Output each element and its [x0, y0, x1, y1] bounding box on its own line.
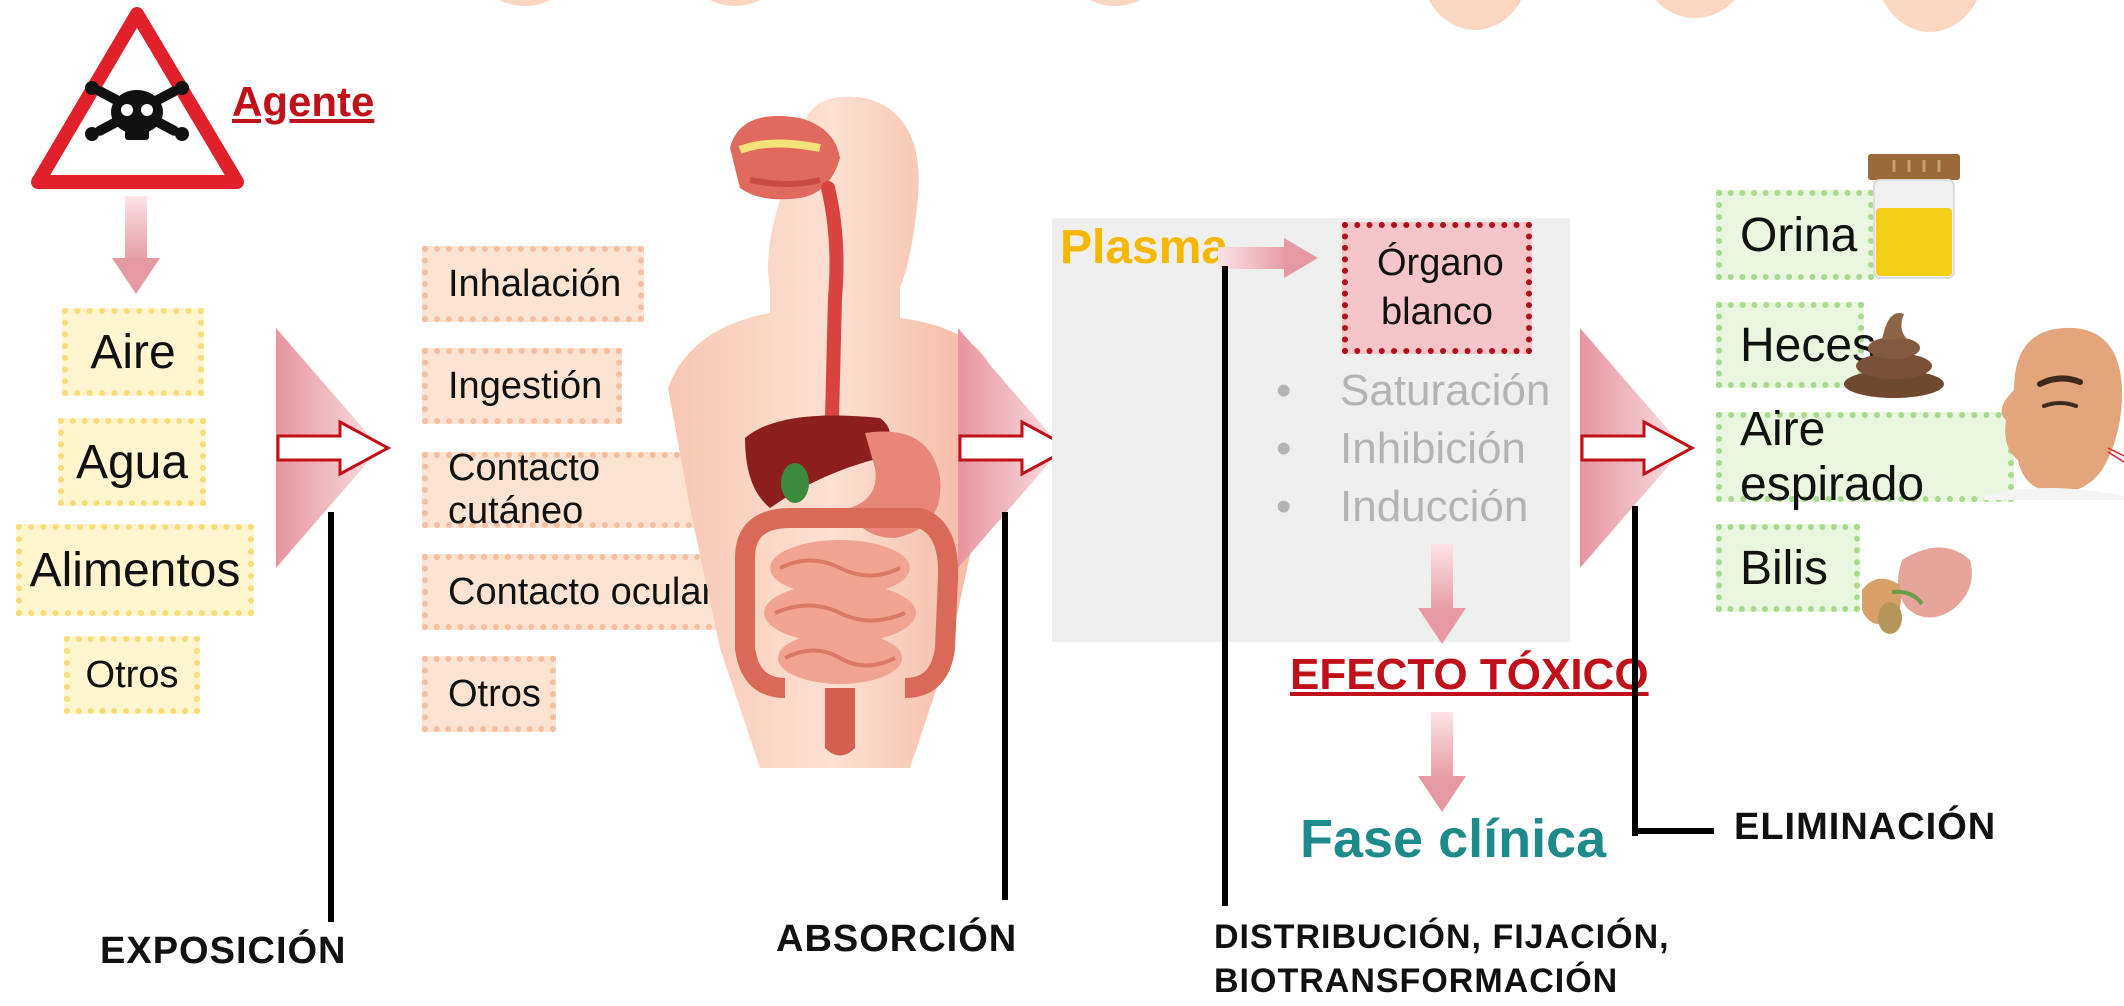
- hazard-skull-icon: [30, 6, 245, 190]
- route-otros: Otros: [422, 656, 556, 732]
- head-exhale-icon: [1984, 320, 2124, 500]
- arrow-down-icon: [1418, 712, 1466, 814]
- effect-inhibicion: •Inhibición: [1250, 424, 1610, 474]
- decorative-circle: [1640, 0, 1750, 18]
- phase-connector-line: [1632, 828, 1714, 834]
- bile-liver-icon: [1852, 530, 1978, 640]
- route-ingestion: Ingestión: [422, 348, 622, 424]
- phase-elimination-label: ELIMINACIÓN: [1734, 806, 1996, 849]
- target-organ-label: Órgano blanco: [1377, 239, 1497, 338]
- urine-container-icon: [1864, 152, 1964, 282]
- route-inhalacion: Inhalación: [422, 246, 644, 322]
- feces-icon: [1842, 304, 1946, 400]
- decorative-circle: [680, 0, 790, 6]
- toxic-effect-label: EFECTO TÓXICO: [1290, 650, 1649, 700]
- phase-connector-line: [1632, 506, 1638, 836]
- exposure-source-alimentos: Alimentos: [16, 524, 254, 616]
- elimination-aire-espirado: Aire espirado: [1716, 412, 2014, 502]
- agent-label: Agente: [232, 78, 374, 126]
- plasma-label: Plasma: [1060, 220, 1228, 275]
- phase-distribution-label-line2: BIOTRANSFORMACIÓN: [1214, 962, 1618, 1001]
- target-organ-box: Órgano blanco: [1342, 222, 1532, 354]
- phase-exposure-label: EXPOSICIÓN: [100, 930, 347, 973]
- phase-connector-line: [328, 512, 334, 922]
- clinical-phase-label: Fase clínica: [1300, 808, 1606, 870]
- phase-connector-line: [1222, 266, 1228, 906]
- effect-saturacion: •Saturación: [1250, 366, 1610, 416]
- exposure-source-agua: Agua: [58, 418, 206, 506]
- arrow-right-icon: [1218, 238, 1318, 278]
- exposure-source-otros: Otros: [64, 636, 200, 714]
- decorative-circle: [470, 0, 580, 6]
- decorative-circle: [1875, 0, 1985, 32]
- phase-distribution-label-line1: DISTRIBUCIÓN, FIJACIÓN,: [1214, 918, 1670, 957]
- decorative-circle: [1420, 0, 1530, 30]
- arrow-down-icon: [1418, 544, 1466, 646]
- exposure-source-aire: Aire: [62, 308, 204, 396]
- arrow-down-icon: [112, 196, 160, 296]
- phase-connector-line: [1002, 512, 1008, 900]
- elimination-orina: Orina: [1716, 190, 1874, 280]
- decorative-circle: [1060, 0, 1170, 6]
- phase-absorption-label: ABSORCIÓN: [776, 918, 1017, 961]
- effect-induccion: •Inducción: [1250, 482, 1610, 532]
- elimination-bilis: Bilis: [1716, 524, 1860, 612]
